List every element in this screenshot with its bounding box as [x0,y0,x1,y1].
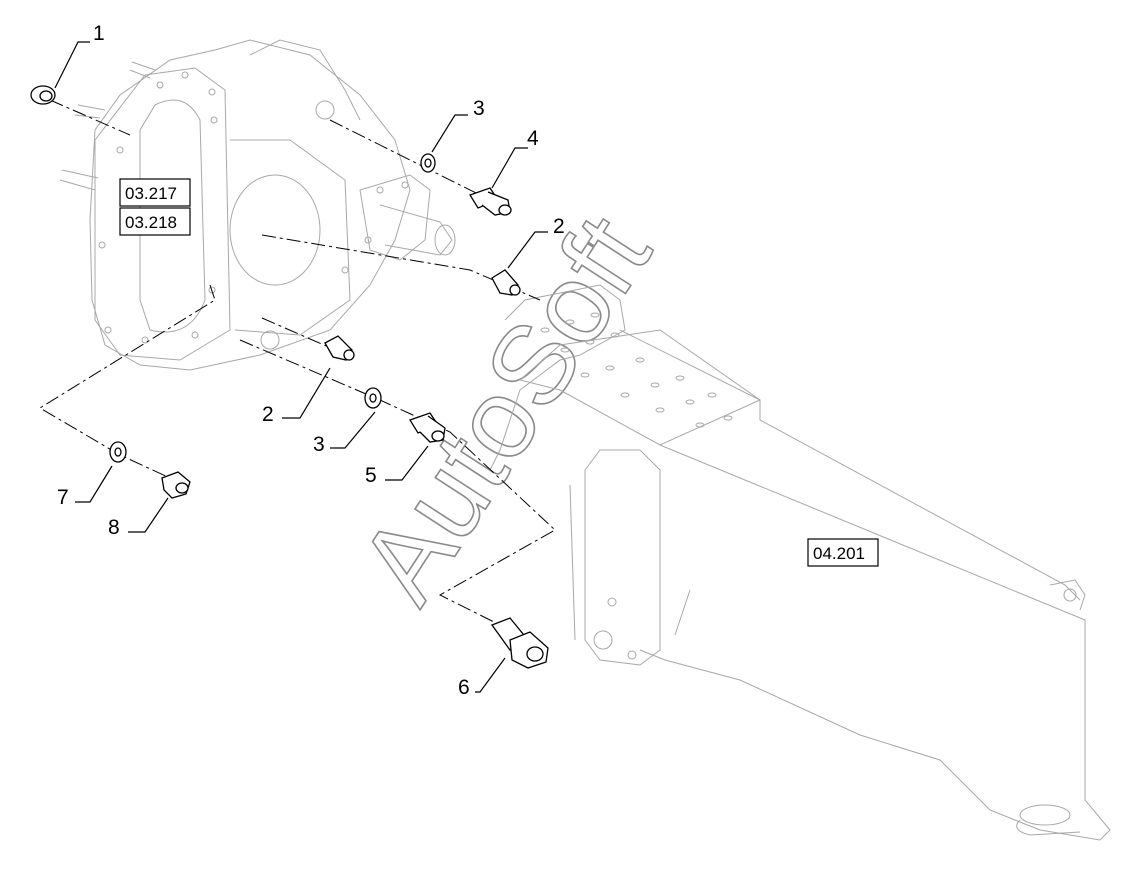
callout-4: 4 [527,127,539,150]
callout-8: 8 [108,516,120,539]
part-8-bolt [161,471,191,499]
part-5-bolt [409,412,446,443]
part-4-bolt [469,187,512,216]
gearbox-housing [59,39,456,371]
callout-2-right: 2 [553,215,565,238]
ref-04201-label: 04.201 [813,544,865,563]
part-3-washer-top [420,153,436,173]
ref-box-03218: 03.218 [119,207,191,236]
mounting-frame [489,284,1111,841]
leader-lines [54,41,548,693]
part-2-stud-right [491,269,521,296]
callout-3-mid: 3 [313,433,325,456]
part-3-washer-mid [364,387,382,409]
callout-7: 7 [57,486,69,509]
part-7-washer [109,441,127,463]
callout-5: 5 [365,464,377,487]
callout-2-left: 2 [262,403,274,426]
callout-6: 6 [458,676,470,699]
part-6-bolt [490,617,549,669]
ref-box-03217: 03.217 [119,178,191,207]
ref-box-04201: 04.201 [807,538,879,567]
callout-1: 1 [93,22,105,45]
part-1-washer [30,85,56,105]
part-2-stud-left [324,335,355,361]
callout-3-top: 3 [473,97,485,120]
ref-03217-label: 03.217 [125,184,177,203]
ref-03218-label: 03.218 [125,213,177,232]
